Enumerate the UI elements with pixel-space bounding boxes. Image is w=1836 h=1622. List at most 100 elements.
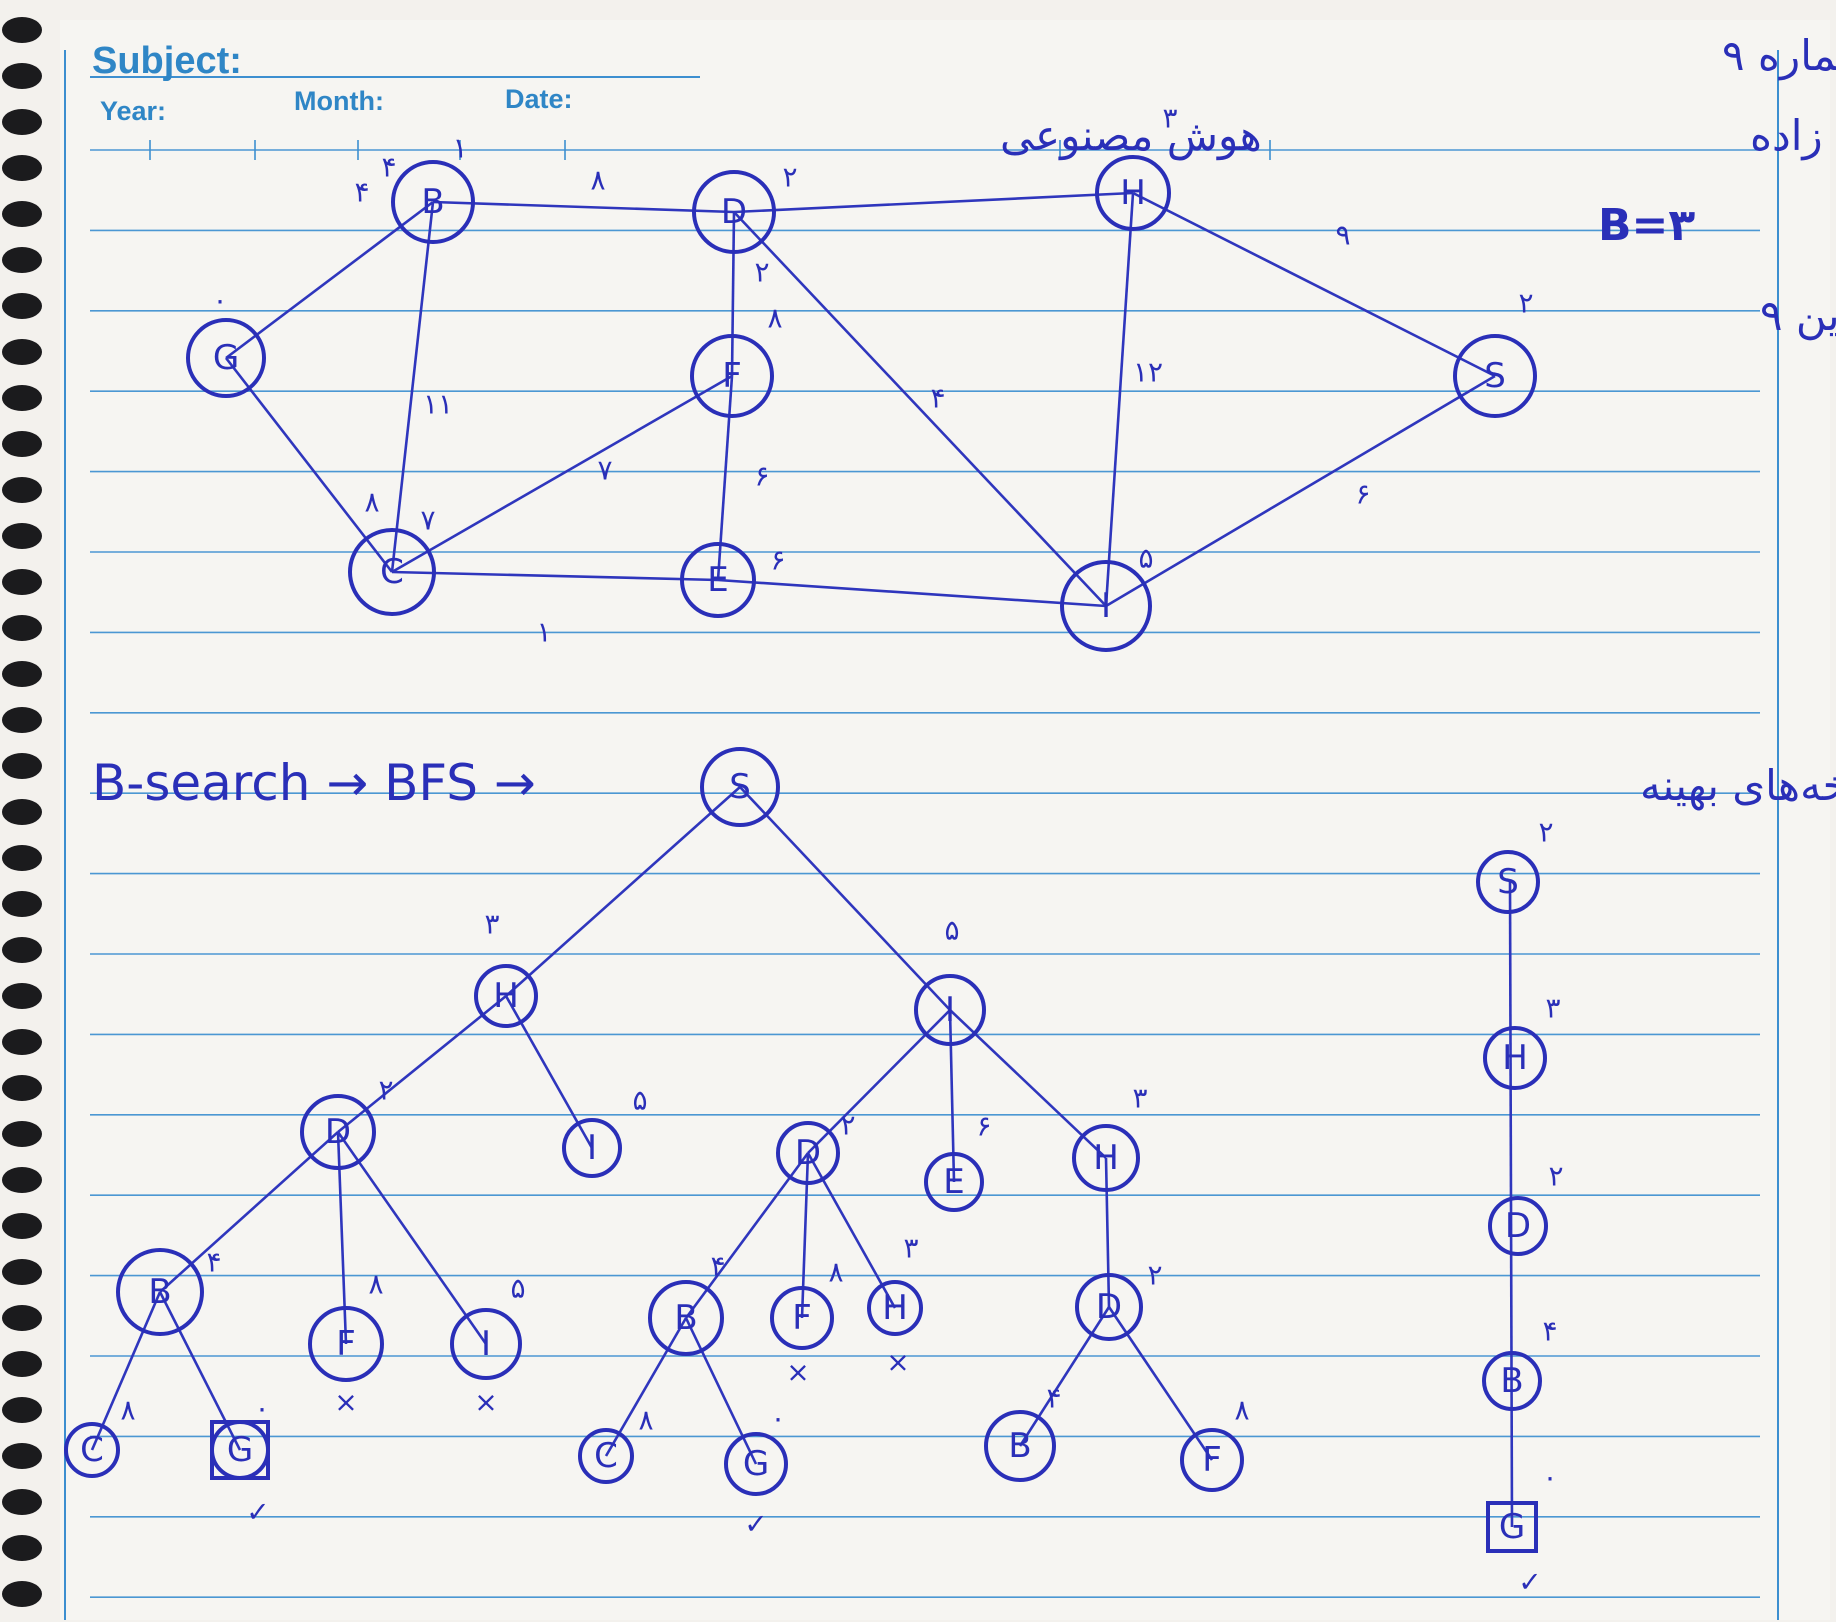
node-circle [450,1308,522,1380]
tree-node-F: F [308,1306,384,1382]
path-node-B: B [1482,1351,1542,1411]
subject-label: Subject: [92,40,242,82]
spiral-ring [2,1029,42,1055]
spiral-ring [2,1213,42,1239]
path-label-D: D [1505,1206,1531,1246]
spiral-ring [2,431,42,457]
tree-heuristic: ۴ [710,1250,725,1283]
tree-label-D: D [795,1133,821,1173]
path-heuristic: ۲ [1538,816,1553,849]
spiral-ring [2,707,42,733]
node-circle [474,964,538,1028]
goal-box [1486,1501,1538,1553]
edge-weight-D-F: ۲ [754,256,769,289]
graph-node-D: D [692,170,776,254]
node-circle [186,318,266,398]
node-label-S: S [1484,356,1506,396]
tree-heuristic: ۳ [903,1232,918,1265]
tree-node-D: D [300,1094,376,1170]
spiral-ring [2,799,42,825]
node-circle [1476,850,1540,914]
graph-edge-H-I [1104,192,1135,607]
date-label: Date: [505,84,573,114]
node-circle [210,1420,270,1480]
node-circle [648,1280,724,1356]
graph-edge-E-I [717,578,1107,608]
graph-node-F: F [690,334,774,418]
beam-width-note: B=۳ [1598,200,1695,251]
tree-heuristic: ۸ [368,1268,383,1301]
heuristic-H: ۳ [1162,102,1177,135]
tree-label-E: E [943,1162,964,1202]
tree-node-B: B [116,1248,204,1336]
search-label: B-search → BFS → [92,754,536,812]
spiral-ring [2,891,42,917]
node-circle [1060,560,1152,652]
node-label-H: H [1120,173,1146,213]
edge-weight-G-B: ۴ [354,176,369,209]
tree-node-I: I [562,1118,622,1178]
spiral-ring [2,109,42,135]
edge-weight-I-S: ۶ [1355,478,1370,511]
spiral-ring [2,523,42,549]
tree-label-H: H [493,976,519,1016]
month-label: Month: [294,86,384,116]
spiral-ring [2,385,42,411]
tree-edge [684,1317,758,1465]
node-circle [984,1410,1056,1482]
spiral-ring [2,1443,42,1469]
spiral-ring [2,1167,42,1193]
tree-heuristic: ۸ [1234,1394,1249,1427]
course-title: هوش مصنوعی [1000,111,1262,160]
spiral-ring [2,1075,42,1101]
path-label-G: G [1499,1507,1525,1547]
heuristic-G: ۰ [212,284,227,317]
path-label-B: B [1500,1361,1523,1401]
tree-heuristic: ۸ [120,1394,135,1427]
tree-node-C: C [578,1428,634,1484]
tree-label-I: I [945,990,955,1030]
node-circle [1072,1124,1140,1192]
graph-node-S: S [1453,334,1537,418]
spiral-ring [2,615,42,641]
tree-node-G: G [724,1432,788,1496]
node-circle [692,170,776,254]
node-circle [300,1094,376,1170]
heuristic-F: ۸ [767,302,782,335]
node-label-C: C [380,552,404,592]
path-node-G: G [1486,1501,1538,1553]
graph-edge-G-B [225,200,434,360]
graph-node-H: H [1095,155,1171,231]
tree-label-I: I [481,1324,491,1364]
tree-edge [1104,1157,1111,1308]
node-circle [116,1248,204,1336]
path-label-H: H [1502,1038,1528,1078]
year-label: Year: [100,96,167,126]
graph-node-E: E [680,542,756,618]
path-node-S: S [1476,850,1540,914]
tree-node-S: S [700,747,780,827]
tree-heuristic: ۵ [510,1272,525,1305]
tree-edge [739,786,951,1011]
tree-label-B: B [148,1272,171,1312]
tree-heuristic: ۴ [1046,1382,1061,1415]
graph-edge-G-C [224,357,394,573]
result-label: شاخه‌های بهینه [1640,761,1836,811]
tree-label-D: D [325,1112,351,1152]
edge-weight-H-I: ۱۲ [1133,356,1163,389]
graph-edge-H-S [1132,191,1496,378]
node-circle [776,1121,840,1185]
path-node-D: D [1488,1196,1548,1256]
graph-edge-C-E [391,570,719,582]
tree-node-E: E [924,1152,984,1212]
node-circle [914,974,986,1046]
spiral-ring [2,753,42,779]
tree-node-G: G [210,1420,270,1480]
heuristic-B: ۴ [381,151,396,184]
tree-label-H: H [882,1288,908,1328]
spiral-ring [2,201,42,227]
